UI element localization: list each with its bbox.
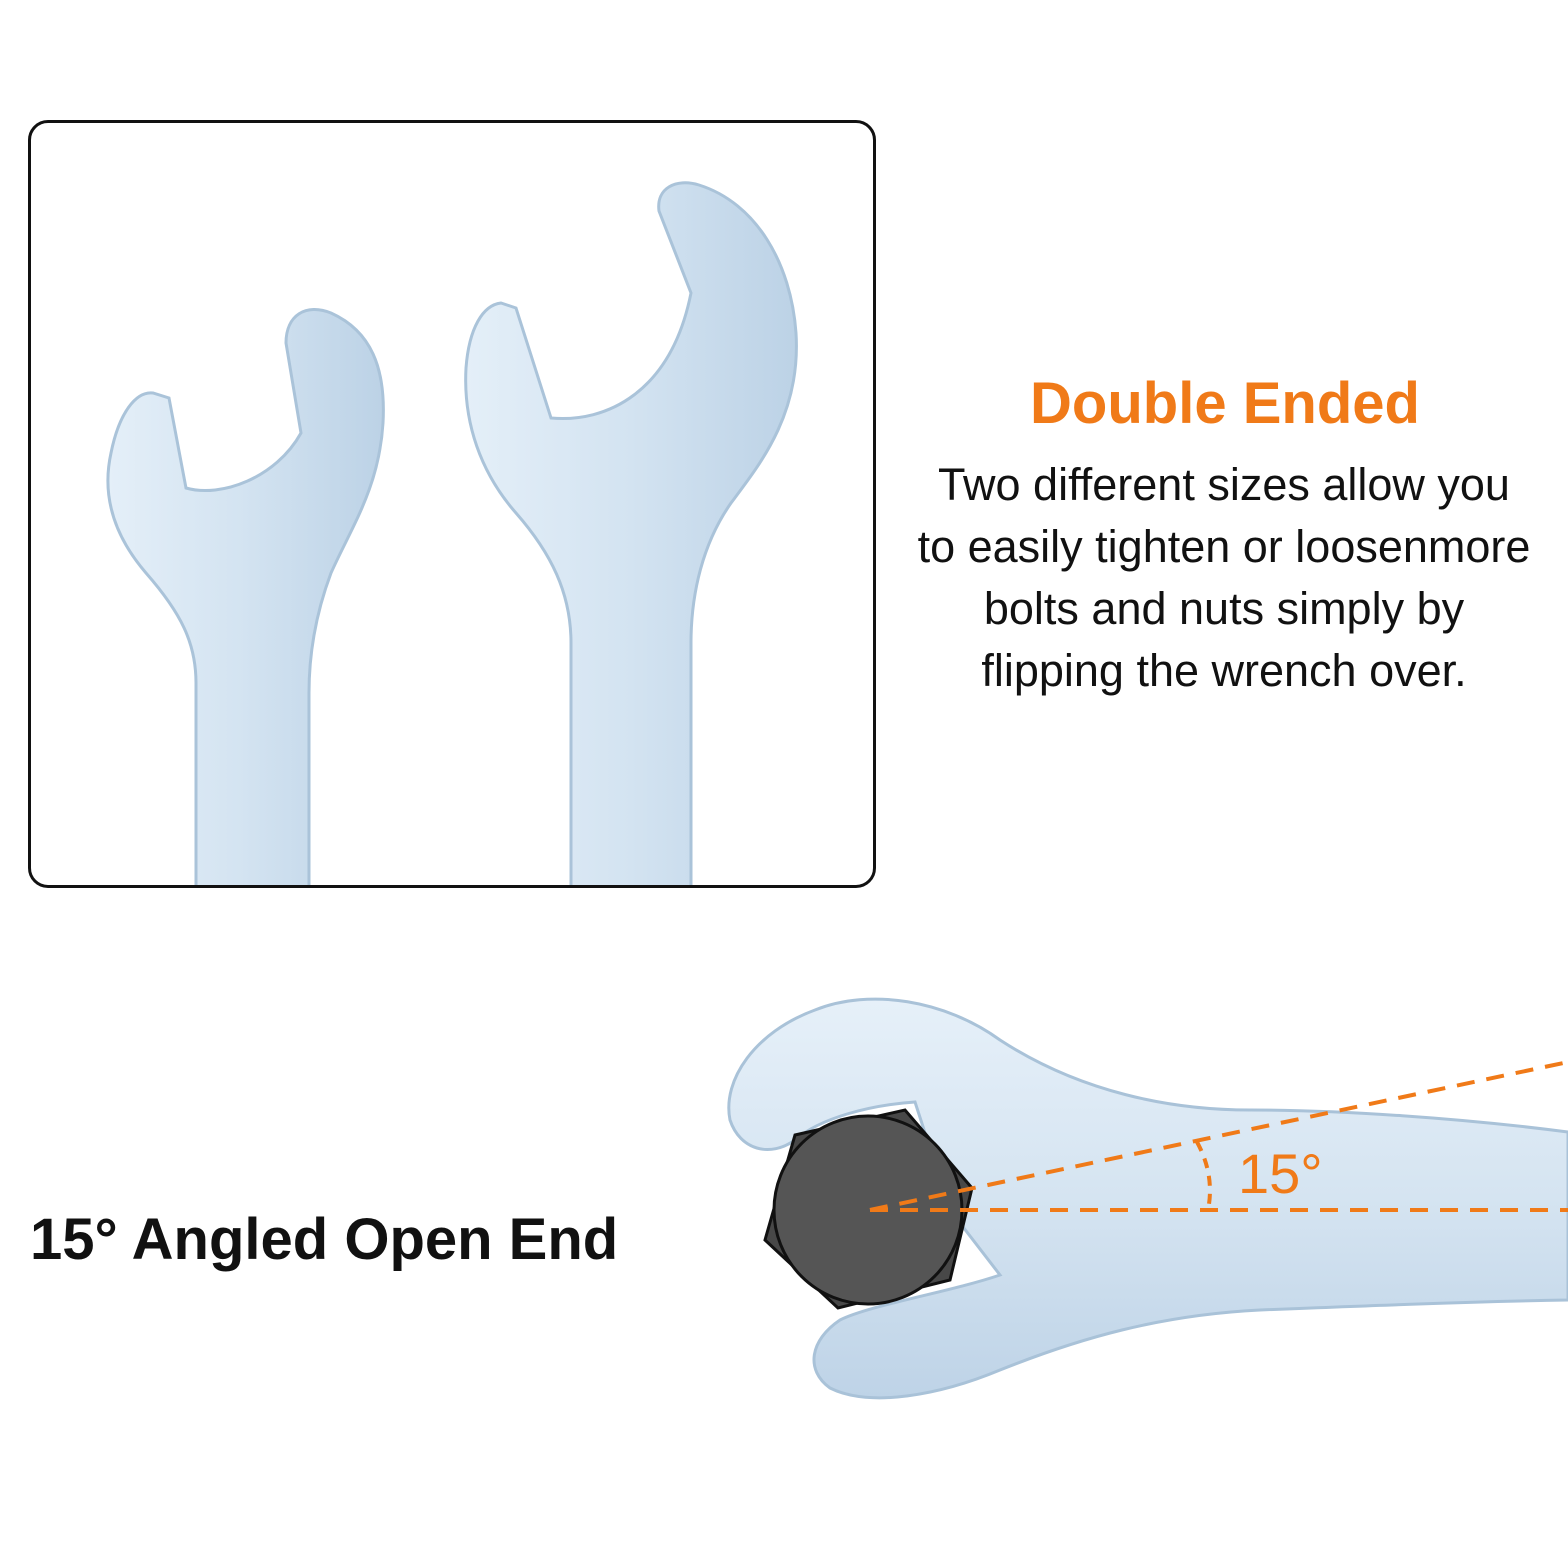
description-line: Two different sizes allow you [938, 459, 1510, 510]
hex-nut-icon [763, 1108, 974, 1310]
wrench-closeup-illustration [106, 181, 798, 885]
description-line: flipping the wrench over. [981, 645, 1467, 696]
angle-arc [1195, 1141, 1212, 1211]
description-line: to easily tighten or loosenmore [917, 521, 1531, 572]
double-ended-heading: Double Ended [1030, 371, 1420, 436]
wrench-closeup-frame [28, 120, 876, 888]
double-ended-description: Two different sizes allow you to easily … [882, 454, 1566, 702]
angle-guide-lines [869, 1060, 1568, 1212]
angle-label: 15° [1238, 1142, 1323, 1205]
angled-wrench-icon [727, 997, 1568, 1400]
angled-open-end-heading: 15° Angled Open End [30, 1207, 619, 1272]
large-wrench-icon [464, 181, 798, 885]
angled-wrench-illustration [727, 997, 1568, 1400]
description-line: bolts and nuts simply by [983, 583, 1465, 634]
small-wrench-icon [106, 308, 385, 885]
